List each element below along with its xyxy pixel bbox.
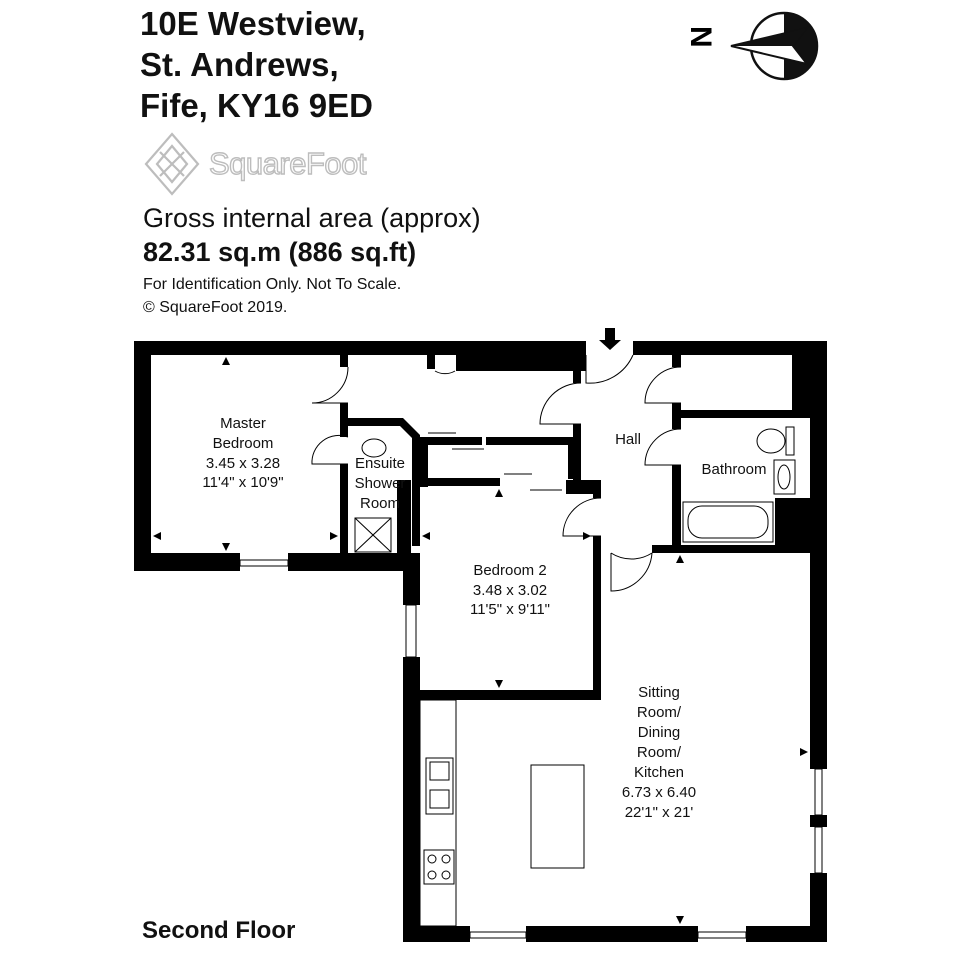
ensuite-fixtures xyxy=(354,438,392,553)
master-bedroom-imperial: 11'4" x 10'9" xyxy=(202,474,283,491)
ensuite-name-3: Room xyxy=(360,495,400,512)
brand-logo: SquareFoot xyxy=(142,130,392,200)
master-bedroom-name-2: Bedroom xyxy=(213,435,274,452)
entrance-arrow-icon xyxy=(599,328,621,350)
sitting-room-name-4: Room/ xyxy=(637,744,682,761)
ensuite-name-1: Ensuite xyxy=(355,455,405,472)
north-compass-icon: N xyxy=(685,11,819,81)
bedroom-2-name: Bedroom 2 xyxy=(473,562,546,579)
master-bedroom-metric: 3.45 x 3.28 xyxy=(206,455,280,472)
hall-name: Hall xyxy=(615,431,641,448)
bathroom-fixtures xyxy=(682,426,796,543)
address-line-2: St. Andrews, xyxy=(140,46,339,83)
bedroom-2-imperial: 11'5" x 9'11" xyxy=(470,601,550,618)
sitting-room-imperial: 22'1" x 21' xyxy=(625,804,694,821)
sitting-room-metric: 6.73 x 6.40 xyxy=(622,784,696,801)
gross-area-value: 82.31 sq.m (886 sq.ft) xyxy=(143,237,417,267)
kitchen-fixtures xyxy=(419,699,585,927)
bedroom-2-metric: 3.48 x 3.02 xyxy=(473,582,547,599)
bathroom-name: Bathroom xyxy=(701,461,766,478)
address-line-3: Fife, KY16 9ED xyxy=(140,87,373,124)
floor-label: Second Floor xyxy=(142,917,296,944)
master-bedroom-name-1: Master xyxy=(220,415,266,432)
brand-diamond-icon xyxy=(144,132,200,196)
sitting-room-name-1: Sitting xyxy=(638,684,680,701)
sitting-room-name-3: Dining xyxy=(638,724,681,741)
brand-name: SquareFoot xyxy=(208,145,367,181)
ensuite-name-2: Shower xyxy=(355,475,406,492)
sitting-room-name-5: Kitchen xyxy=(634,764,684,781)
copyright-note: © SquareFoot 2019. xyxy=(143,299,288,316)
sitting-room-name-2: Room/ xyxy=(637,704,682,721)
gross-area-label: Gross internal area (approx) xyxy=(143,203,481,233)
identification-note: For Identification Only. Not To Scale. xyxy=(143,276,402,293)
walls xyxy=(134,341,827,942)
address-line-1: 10E Westview, xyxy=(140,5,366,42)
north-label: N xyxy=(685,26,717,48)
